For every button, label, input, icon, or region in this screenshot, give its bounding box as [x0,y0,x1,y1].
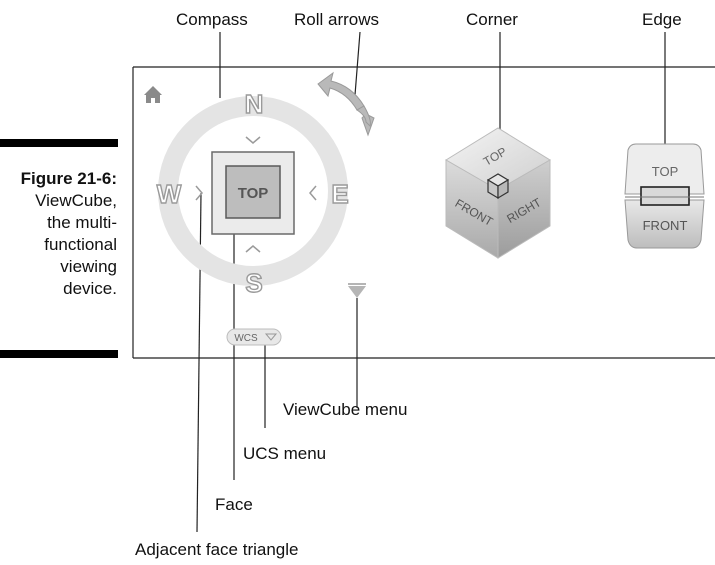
edge-cube-front[interactable] [624,199,705,249]
wcs-dropdown-icon [264,333,278,341]
wcs-menu[interactable]: WCS [226,328,282,346]
triangle-north[interactable] [245,136,261,144]
edge-cube[interactable]: TOP FRONT [624,143,705,249]
triangle-east[interactable] [309,185,317,201]
face-top-label: TOP [238,185,269,202]
compass-s[interactable]: S [245,267,264,298]
adjacent-face-triangles[interactable] [195,136,317,253]
triangle-west[interactable] [195,185,203,201]
corner-cube[interactable]: TOP FRONT RIGHT [445,127,551,259]
callout-face: Face [215,495,253,514]
callout-ucs-menu: UCS menu [243,444,327,463]
edge-cube-front-label: FRONT [643,218,688,233]
edge-highlight[interactable] [640,186,690,206]
figure-number: Figure 21-6: [20,169,117,188]
corner-cube-right[interactable] [497,159,551,259]
callout-edge: Edge [642,10,682,29]
compass-e[interactable]: E [331,178,350,209]
caption-bottom-rule [0,350,118,358]
compass-ring[interactable] [158,96,348,286]
figure-caption: Figure 21-6: ViewCube, the multi- functi… [0,168,117,300]
home-icon[interactable] [144,86,162,103]
roll-arrows-icon[interactable] [317,71,375,137]
triangle-down-icon[interactable] [348,283,366,298]
callout-roll-arrows: Roll arrows [294,10,380,29]
face-top[interactable] [225,165,281,219]
leader-roll-arrows [354,31,361,96]
corner-highlight-right [497,178,509,200]
callout-adjacent-face-triangle: Adjacent face triangle [135,540,299,559]
wcs-label: WCS [234,333,258,344]
callout-viewcube-menu: ViewCube menu [283,400,408,419]
edge-cube-top[interactable] [624,143,705,195]
figure-text: ViewCube, the multi- functional viewing … [35,191,117,298]
compass-n[interactable]: N [244,88,264,119]
compass-w[interactable]: W [156,178,182,209]
edge-cube-top-label: TOP [652,164,679,179]
callout-compass: Compass [176,10,248,29]
caption-top-rule [0,139,118,147]
triangle-south[interactable] [245,245,261,253]
callout-corner: Corner [466,10,518,29]
